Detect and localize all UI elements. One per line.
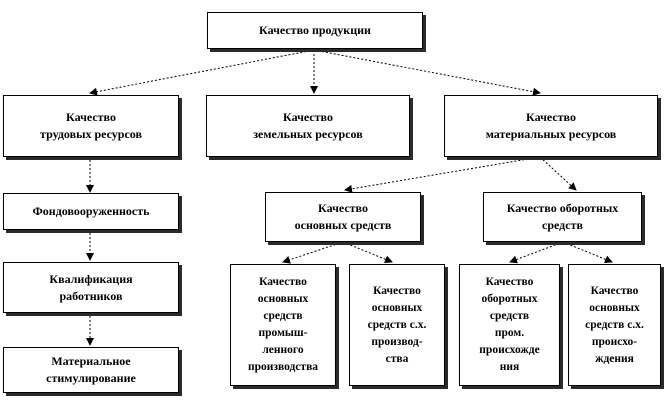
node-capital-labor-ratio: Фондовооруженность [3,193,179,230]
node-fixed-assets-agri-origin: Качество основных средств с.х. происхо- … [568,264,661,386]
arrow-working-to-industrial [509,241,564,264]
arrow-root-to-labor [89,49,315,96]
arrow-material-to-working-assets [539,156,577,191]
node-fixed-assets-industrial: Качество основных средств промыш- ленног… [230,264,336,386]
node-worker-qualification: Квалификация работников [3,262,179,313]
node-land-resources-quality: Качество земельных ресурсов [206,95,410,157]
arrow-fixed-to-agri [342,241,393,264]
arrow-fixed-to-industrial [282,241,344,264]
node-working-assets-quality: Качество оборотных средств [483,192,642,242]
arrow-root-to-material [313,49,541,96]
node-working-assets-industrial: Качество оборотных средств пром. происхо… [459,264,560,386]
arrow-material-to-fixed-assets [344,156,541,193]
arrow-working-to-agri [562,241,613,264]
node-product-quality: Качество продукции [207,12,423,49]
node-fixed-assets-quality: Качество основных средств [265,192,421,242]
node-labor-resources-quality: Качество трудовых ресурсов [3,95,179,157]
node-material-resources-quality: Качество материальных ресурсов [444,95,658,157]
node-fixed-assets-agricultural: Качество основных средств с.х. производ-… [349,264,445,386]
node-material-incentive: Материальное стимулирование [3,347,179,393]
